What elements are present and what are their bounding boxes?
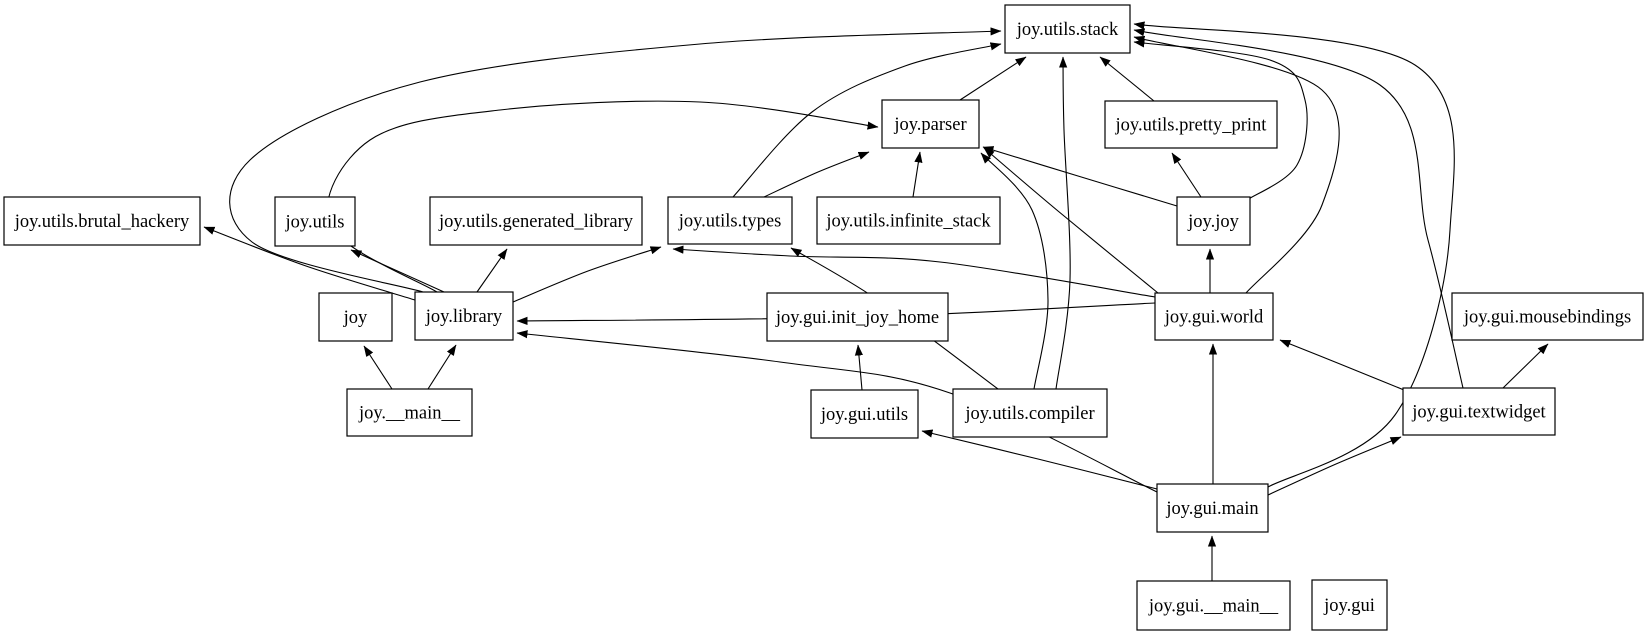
edge-joy-utils-infinite-stack-to-joy-parser [912, 151, 923, 198]
node-joy-gui-init-joy-home: joy.gui.init_joy_home [766, 292, 949, 342]
node-box-joy-utils-types [667, 196, 793, 245]
node-box-joy-library [414, 291, 514, 341]
node-label-joy-gui-world: joy.gui.world [1164, 308, 1264, 328]
node-box-joy-utils [274, 196, 356, 247]
node-box-joy-utils-compiler [952, 388, 1108, 438]
node-label-joy-utils-brutal-hackery: joy.utils.brutal_hackery [14, 212, 190, 232]
edge-joy-gui-main-to-joy-library [516, 330, 1158, 493]
node-label-joy-utils-stack: joy.utils.stack [1016, 20, 1119, 40]
edge-joy-utils-types-to-joy-utils-stack [732, 42, 1002, 198]
edge-joy-joy-to-joy-utils-pretty-print [1171, 152, 1202, 198]
edge-joy-utils-types-to-joy-parser [763, 151, 870, 198]
node-joy-joy: joy.joy [1176, 196, 1251, 246]
node-joy-utils: joy.utils [274, 196, 356, 247]
node-box-joy-dunder-main [346, 388, 473, 437]
node-box-joy-utils-infinite-stack [816, 196, 1001, 245]
node-joy-gui: joy.gui [1311, 579, 1388, 631]
node-label-joy-gui-dunder-main: joy.gui.__main__ [1148, 597, 1279, 617]
edge-joy-library-to-joy-utils-generated-library [476, 248, 508, 293]
node-box-joy [318, 292, 393, 342]
node-label-joy-utils-generated-library: joy.utils.generated_library [438, 212, 634, 232]
edge-joy-library-to-joy-utils-stack [229, 27, 1002, 293]
edge-joy-gui-textwidget-to-joy-utils-stack [1133, 28, 1464, 389]
node-box-joy-gui [1311, 579, 1388, 631]
node-label-joy-utils-pretty-print: joy.utils.pretty_print [1115, 116, 1268, 136]
node-box-joy-gui-main [1156, 483, 1269, 533]
edge-joy-parser-to-joy-utils-stack [959, 56, 1027, 101]
edge-joy-gui-textwidget-to-joy-gui-world [1279, 339, 1405, 391]
node-label-joy-parser: joy.parser [893, 115, 966, 135]
node-box-joy-joy [1176, 196, 1251, 246]
edge-joy-gui-world-to-joy-utils-types [672, 245, 1156, 298]
edge-joy-utils-compiler-to-joy-utils-stack [1055, 56, 1071, 390]
edge-joy-utils-pretty-print-to-joy-utils-stack [1099, 56, 1155, 102]
edge-joy-gui-main-to-joy-gui-utils [921, 429, 1158, 490]
node-joy-utils-brutal-hackery: joy.utils.brutal_hackery [3, 196, 201, 246]
node-joy-utils-types: joy.utils.types [667, 196, 793, 245]
edge-joy-library-to-joy-utils-types [512, 246, 662, 303]
node-box-joy-utils-brutal-hackery [3, 196, 201, 246]
node-joy-utils-infinite-stack: joy.utils.infinite_stack [816, 196, 1001, 245]
node-box-joy-gui-dunder-main [1136, 580, 1291, 631]
node-joy-gui-world: joy.gui.world [1154, 292, 1274, 341]
edge-joy-gui-utils-to-joy-gui-init-joy-home [854, 344, 864, 391]
edge-joy-utils-compiler-to-joy-parser [980, 152, 1049, 390]
node-box-joy-gui-utils [810, 389, 919, 439]
node-label-joy-gui-main: joy.gui.main [1165, 499, 1258, 519]
edge-joy-gui-world-to-joy-parser [983, 147, 1159, 294]
node-joy-utils-stack: joy.utils.stack [1004, 4, 1131, 54]
node-box-joy-gui-textwidget [1402, 387, 1556, 436]
edge-joy-library-to-joy-utils [350, 249, 445, 293]
node-joy-parser: joy.parser [881, 99, 980, 149]
node-box-joy-utils-stack [1004, 4, 1131, 54]
node-label-joy-gui: joy.gui [1323, 596, 1375, 616]
node-label-joy-gui-mousebindings: joy.gui.mousebindings [1463, 308, 1631, 328]
node-label-joy: joy [343, 308, 368, 328]
node-box-joy-utils-generated-library [429, 196, 643, 246]
edge-joy-dunder-main-to-joy-library [427, 344, 457, 390]
node-joy-gui-textwidget: joy.gui.textwidget [1402, 387, 1556, 436]
node-joy: joy [318, 292, 393, 342]
node-box-joy-gui-init-joy-home [766, 292, 949, 342]
node-joy-utils-pretty-print: joy.utils.pretty_print [1104, 100, 1278, 149]
node-label-joy-joy: joy.joy [1187, 212, 1239, 232]
node-joy-dunder-main: joy.__main__ [346, 388, 473, 437]
node-label-joy-gui-init-joy-home: joy.gui.init_joy_home [775, 308, 939, 328]
node-joy-gui-utils: joy.gui.utils [810, 389, 919, 439]
edges-layer [203, 21, 1549, 581]
edge-joy-gui-textwidget-to-joy-gui-mousebindings [1502, 343, 1549, 389]
node-joy-library: joy.library [414, 291, 514, 341]
node-joy-gui-dunder-main: joy.gui.__main__ [1136, 580, 1291, 631]
node-box-joy-gui-world [1154, 292, 1274, 341]
edge-joy-library-to-joy-utils-brutal-hackery [203, 226, 416, 301]
edge-joy-gui-main-to-joy-utils-stack [1133, 21, 1455, 488]
node-box-joy-utils-pretty-print [1104, 100, 1278, 149]
edge-joy-dunder-main-to-joy [363, 345, 393, 390]
node-label-joy-utils-infinite-stack: joy.utils.infinite_stack [825, 212, 991, 232]
edge-joy-joy-to-joy-utils-stack [1133, 39, 1308, 201]
node-joy-gui-main: joy.gui.main [1156, 483, 1269, 533]
node-joy-utils-compiler: joy.utils.compiler [952, 388, 1108, 438]
node-box-joy-gui-mousebindings [1451, 292, 1644, 341]
node-label-joy-utils-compiler: joy.utils.compiler [964, 404, 1094, 424]
node-label-joy-gui-utils: joy.gui.utils [820, 405, 908, 425]
edge-joy-joy-to-joy-parser [982, 146, 1178, 207]
edge-joy-gui-main-to-joy-gui-textwidget [1267, 436, 1402, 496]
node-label-joy-utils: joy.utils [285, 213, 345, 233]
node-label-joy-gui-textwidget: joy.gui.textwidget [1411, 403, 1546, 423]
edge-joy-gui-world-to-joy-utils-stack [1133, 35, 1340, 294]
node-label-joy-library: joy.library [425, 307, 503, 327]
nodes-layer: joy.utils.stack joy.parser joy.utils.prett… [3, 4, 1644, 631]
node-label-joy-utils-types: joy.utils.types [678, 212, 782, 232]
node-label-joy-dunder-main: joy.__main__ [358, 404, 461, 424]
node-joy-gui-mousebindings: joy.gui.mousebindings [1451, 292, 1644, 341]
node-joy-utils-generated-library: joy.utils.generated_library [429, 196, 643, 246]
node-box-joy-parser [881, 99, 980, 149]
